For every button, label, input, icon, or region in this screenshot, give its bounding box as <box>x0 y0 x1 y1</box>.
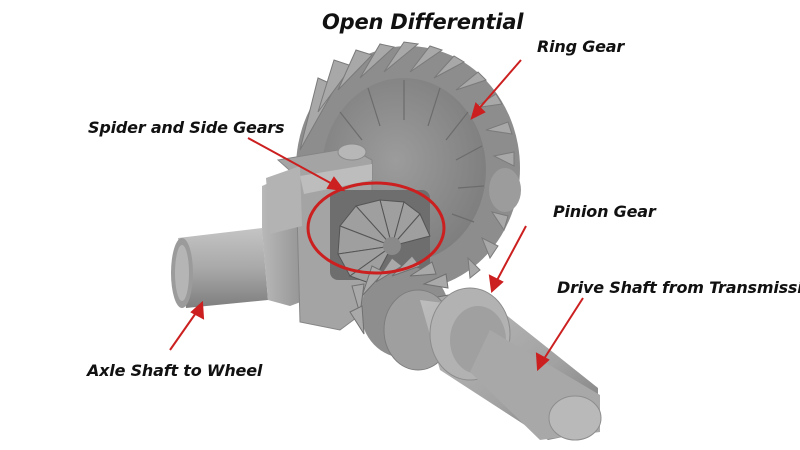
diagram-title: Open Differential <box>322 10 524 34</box>
drive-shaft <box>420 287 602 441</box>
arrow-pinion-gear <box>488 225 527 294</box>
label-spider-side-gears: Spider and Side Gears <box>88 118 285 137</box>
label-ring-gear: Ring Gear <box>537 37 625 56</box>
arrow-drive-shaft <box>535 297 584 372</box>
axle-shaft <box>171 228 268 308</box>
label-pinion-gear: Pinion Gear <box>553 202 656 221</box>
arrow-axle-shaft <box>169 300 205 351</box>
arrow-ring-gear <box>470 59 522 120</box>
label-axle-shaft: Axle Shaft to Wheel <box>87 361 263 380</box>
label-drive-shaft: Drive Shaft from Transmission <box>557 278 800 297</box>
highlight-ellipse <box>306 181 446 275</box>
spider-and-side-gears <box>330 190 431 285</box>
arrow-spider-gears <box>247 137 346 192</box>
